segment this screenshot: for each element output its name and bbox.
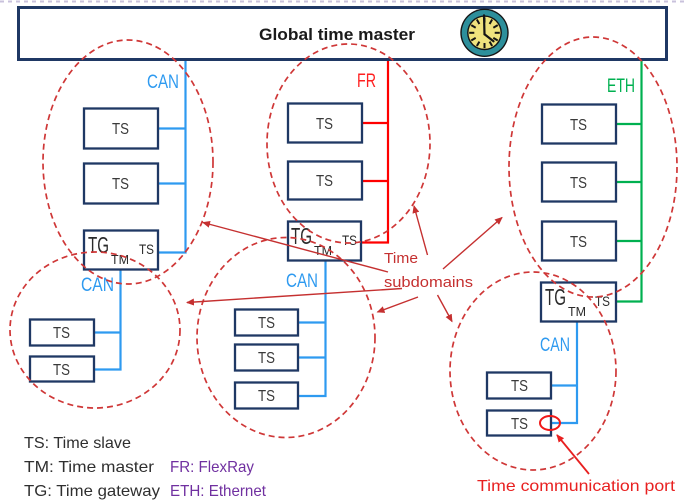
svg-text:TS: TS [342,232,357,248]
svg-text:Time: Time [384,250,418,267]
svg-text:Time communication port: Time communication port [477,478,676,495]
svg-text:TS: TS [53,362,70,379]
svg-text:TS: TS [570,234,587,251]
svg-text:TS: TS [112,121,129,138]
svg-text:TS: TS [511,378,528,395]
svg-text:TS: Time slave: TS: Time slave [24,435,131,452]
svg-text:TS: TS [570,175,587,192]
svg-text:TS: TS [258,315,275,332]
svg-text:subdomains: subdomains [384,274,473,291]
svg-text:TS: TS [316,116,333,133]
svg-text:FR: FR [357,71,376,92]
svg-text:TG: TG [545,284,566,310]
svg-text:Global time master: Global time master [259,25,415,44]
svg-text:ETH: Ethernet: ETH: Ethernet [170,483,267,500]
svg-text:TG: Time gateway: TG: Time gateway [24,483,160,500]
svg-text:CAN: CAN [81,275,114,296]
svg-text:TS: TS [258,388,275,405]
svg-text:TS: TS [258,350,275,367]
svg-text:FR: FlexRay: FR: FlexRay [170,459,254,476]
svg-text:TS: TS [139,241,154,257]
svg-text:TS: TS [570,117,587,134]
svg-text:CAN: CAN [147,72,179,93]
svg-text:CAN: CAN [540,335,570,356]
svg-text:TS: TS [511,416,528,433]
svg-text:TG: TG [291,223,312,249]
svg-text:TM: TM [314,243,332,258]
svg-text:TS: TS [316,173,333,190]
svg-text:TM: TM [111,252,129,267]
svg-text:TS: TS [53,325,70,342]
svg-text:CAN: CAN [286,271,318,292]
svg-text:TS: TS [112,176,129,193]
svg-text:TG: TG [88,232,109,258]
svg-text:TM: TM [568,304,586,319]
svg-text:TM: Time master: TM: Time master [24,459,155,476]
svg-text:ETH: ETH [607,76,635,97]
